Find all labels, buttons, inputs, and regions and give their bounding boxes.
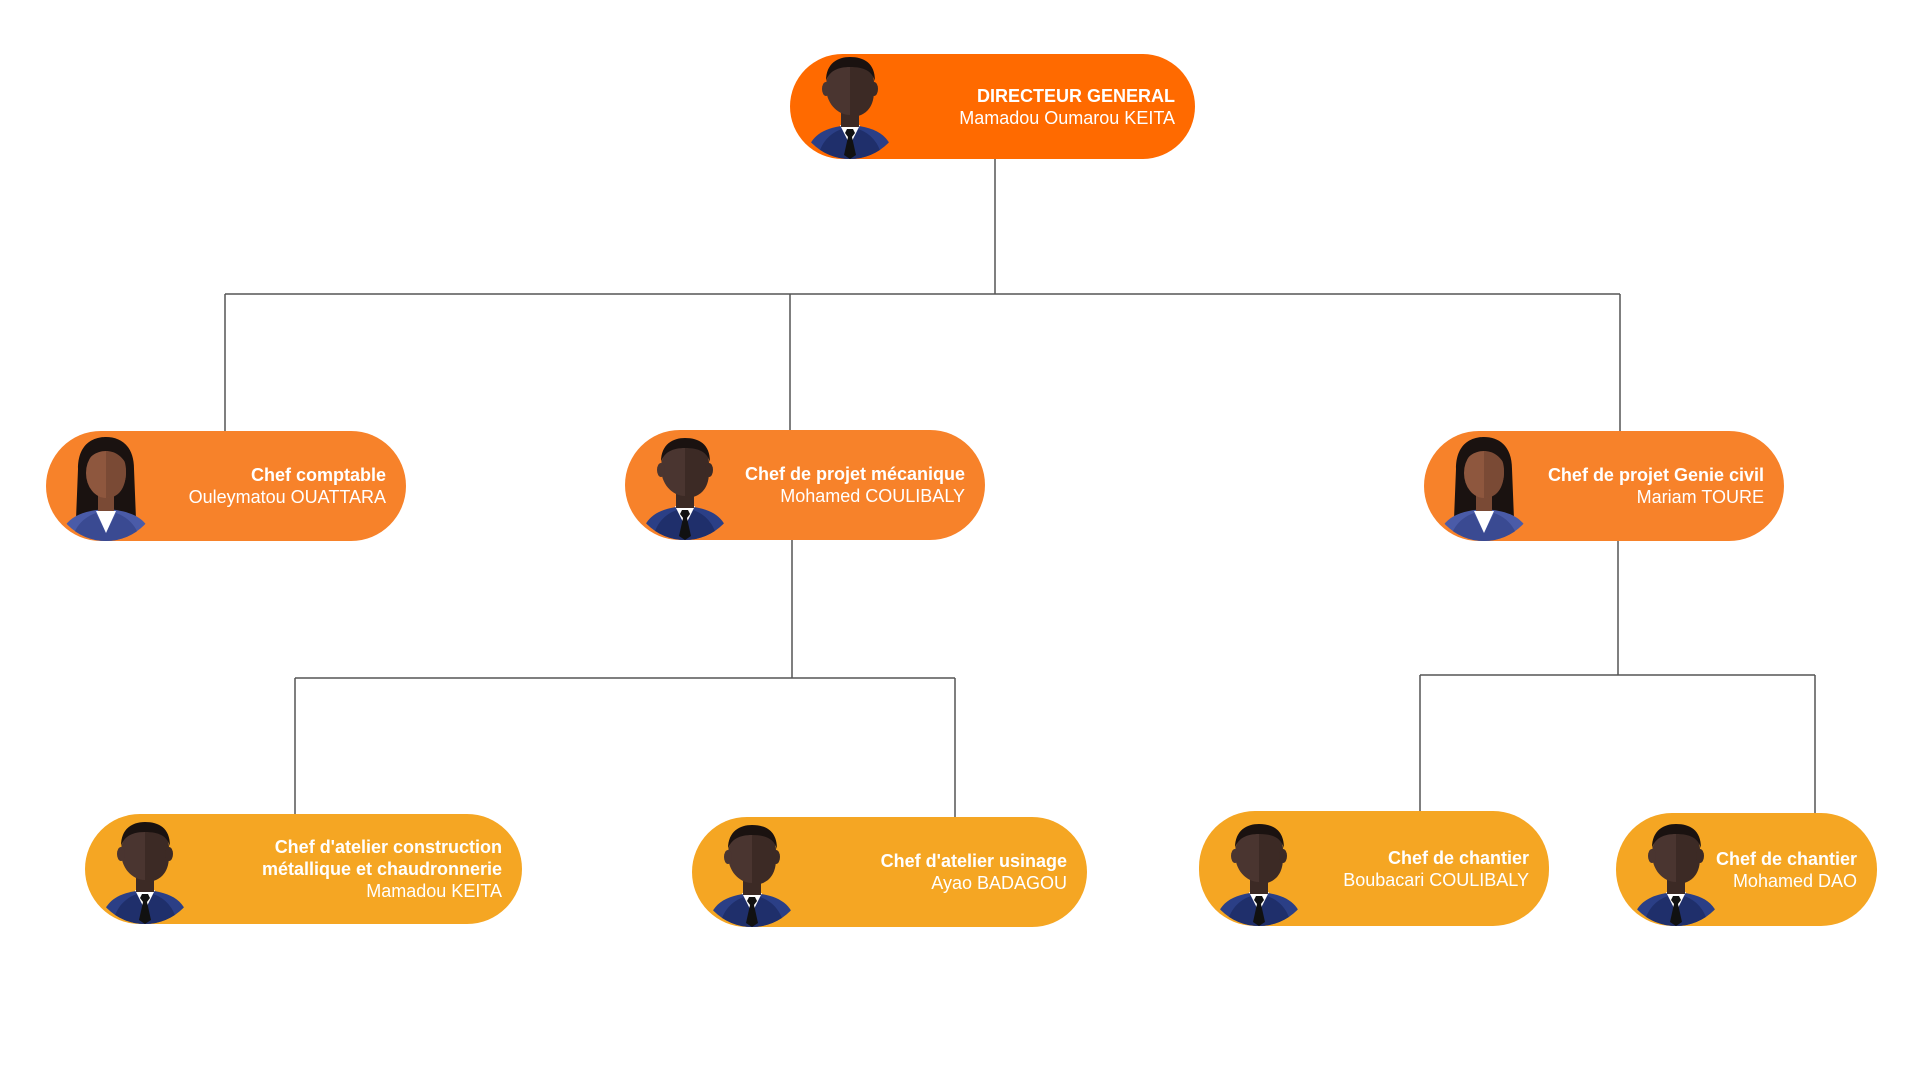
node-name: Mohamed DAO: [1732, 870, 1857, 891]
node-role: Chef de projet mécanique: [744, 464, 965, 484]
man-avatar-icon: [1622, 818, 1730, 926]
node-chef-projet-genie-civil: Chef de projet Genie civil Mariam TOURE: [1424, 431, 1784, 541]
node-chef-comptable: Chef comptable Ouleymatou OUATTARA: [46, 431, 406, 541]
man-avatar-icon: [631, 432, 739, 540]
node-chef-atelier-construction: Chef d'atelier construction métallique e…: [85, 814, 522, 924]
node-role: Chef de chantier: [1387, 847, 1529, 868]
node-name: Mamadou Oumarou KEITA: [959, 107, 1175, 128]
node-chef-atelier-usinage: Chef d'atelier usinage Ayao BADAGOU: [692, 817, 1087, 927]
man-avatar-icon: [796, 54, 904, 159]
node-chef-projet-mecanique: Chef de projet mécanique Mohamed COULIBA…: [625, 430, 985, 540]
node-role: Chef de projet Genie civil: [1547, 465, 1764, 485]
woman-avatar-icon: [52, 433, 160, 541]
node-name: Ouleymatou OUATTARA: [188, 487, 386, 507]
node-name: Ayao BADAGOU: [931, 873, 1067, 893]
node-role-line-2: métallique et chaudronnerie: [261, 859, 502, 879]
man-avatar-icon: [1205, 818, 1313, 926]
node-directeur-general: DIRECTEUR GENERAL Mamadou Oumarou KEITA: [790, 54, 1195, 159]
node-role-line-1: Chef d'atelier construction: [274, 837, 502, 857]
man-avatar-icon: [91, 816, 199, 924]
node-role: Chef de chantier: [1715, 848, 1857, 869]
man-avatar-icon: [698, 819, 806, 927]
node-name: Mamadou KEITA: [366, 881, 502, 901]
node-role: Chef comptable: [250, 465, 386, 485]
node-role: Chef d'atelier usinage: [880, 851, 1067, 871]
node-chef-chantier-2: Chef de chantier Mohamed DAO: [1616, 813, 1877, 926]
node-name: Boubacari COULIBALY: [1343, 869, 1529, 890]
node-role: DIRECTEUR GENERAL: [976, 85, 1175, 106]
node-name: Mohamed COULIBALY: [780, 486, 965, 506]
node-chef-chantier-1: Chef de chantier Boubacari COULIBALY: [1199, 811, 1549, 926]
woman-avatar-icon: [1430, 433, 1538, 541]
node-name: Mariam TOURE: [1636, 487, 1764, 507]
